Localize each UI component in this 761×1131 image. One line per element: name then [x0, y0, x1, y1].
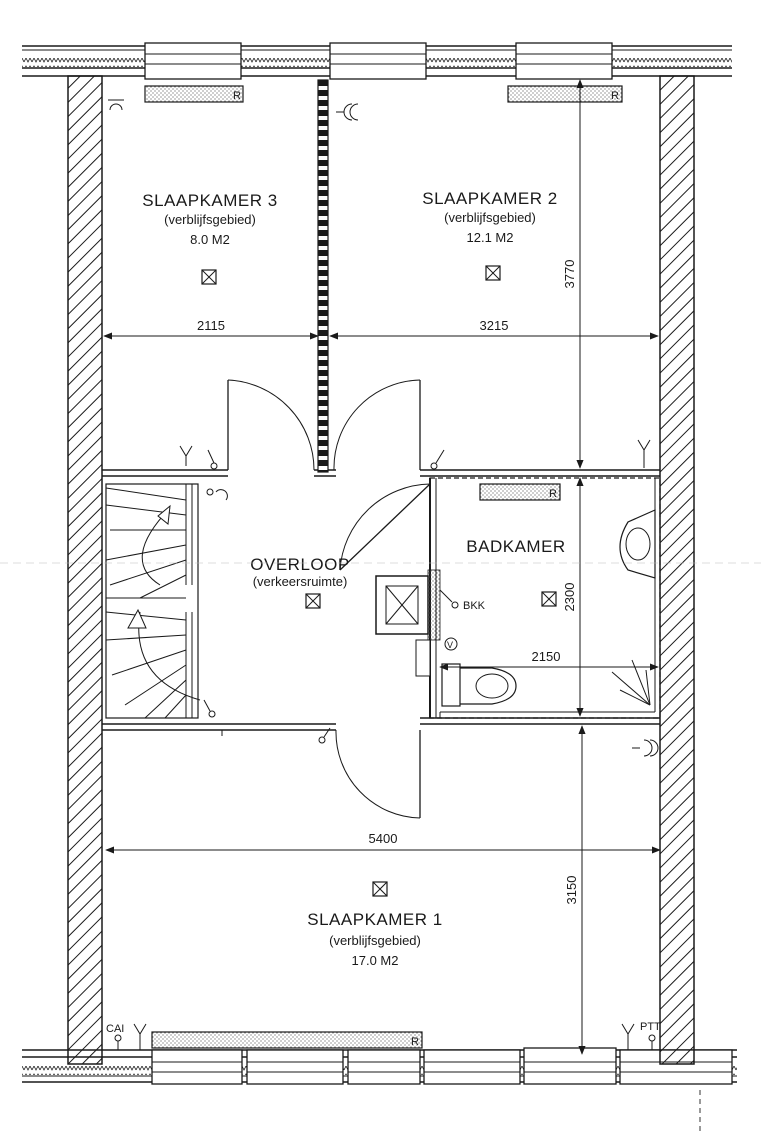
socket-corridor-left — [179, 445, 218, 470]
radiator-bad: R — [479, 483, 561, 501]
double-socket-sk2 — [336, 103, 359, 121]
room-area: 17.0 M2 — [352, 953, 399, 968]
room-name: SLAAPKAMER 1 — [307, 910, 442, 929]
bottom-windows — [151, 1047, 733, 1085]
dim-label: 2115 — [197, 318, 225, 333]
wall-bedrooms-corridor — [102, 469, 660, 477]
antenna-sk1-left — [133, 1023, 147, 1050]
wall-corridor-sk1 — [102, 717, 660, 731]
room-slaapkamer-2: SLAAPKAMER 2 (verblijfsgebied) 12.1 M2 — [422, 189, 557, 245]
room-slaapkamer-1: SLAAPKAMER 1 (verblijfsgebied) 17.0 M2 — [307, 910, 442, 968]
door-badkamer[interactable] — [339, 483, 431, 571]
room-area: 8.0 M2 — [190, 232, 230, 247]
radiator-sk2: R — [507, 85, 623, 103]
radiator-label: R — [549, 488, 557, 500]
switch-sk1 — [318, 727, 331, 744]
room-type: (verkeersruimte) — [253, 574, 348, 589]
top-windows — [144, 42, 613, 80]
ceiling-light-sk2 — [485, 265, 501, 281]
antenna-sk1-right — [621, 1023, 635, 1050]
double-socket-sk1 — [632, 739, 659, 757]
door-slaapkamer-2[interactable] — [333, 379, 421, 471]
ceiling-light-sk3 — [201, 269, 217, 285]
switch-sk2 — [430, 449, 445, 470]
door-slaapkamer-3[interactable] — [227, 379, 315, 471]
room-slaapkamer-3: SLAAPKAMER 3 (verblijfsgebied) 8.0 M2 — [142, 191, 277, 247]
dim-label: 3150 — [564, 876, 579, 905]
radiator-label: R — [233, 90, 241, 102]
ceiling-light-badkamer — [541, 591, 557, 607]
right-party-wall — [659, 75, 695, 1065]
ceiling-light-sk1 — [372, 881, 388, 897]
dim-sk2-width: 3215 — [329, 318, 659, 340]
bathroom-walls — [429, 477, 661, 719]
socket-sk3 — [108, 99, 124, 111]
door-slaapkamer-1[interactable] — [335, 729, 421, 819]
shaft — [375, 569, 441, 641]
room-type: (verblijfsgebied) — [444, 210, 536, 225]
partition-sk3-sk2 — [317, 79, 329, 473]
room-type: (verblijfsgebied) — [164, 212, 256, 227]
bkk-label: BKK — [463, 600, 486, 612]
switch-stair-bottom — [203, 699, 223, 736]
dim-bad-width: 2150 — [439, 649, 659, 671]
room-badkamer: BADKAMER — [466, 537, 565, 556]
dim-label: 2150 — [532, 649, 561, 664]
dim-sk1-depth: 3150 — [564, 725, 586, 1055]
ptt-connection: PTT — [640, 1021, 661, 1050]
room-area: 12.1 M2 — [467, 230, 514, 245]
dim-label: 2300 — [562, 583, 577, 612]
dim-label: 3770 — [562, 260, 577, 289]
bkk-symbol: BKK — [439, 589, 486, 612]
room-overloop: OVERLOOP (verkeersruimte) — [250, 555, 349, 589]
room-name: BADKAMER — [466, 537, 565, 556]
socket-corridor-right — [637, 439, 651, 468]
dim-label: 3215 — [480, 318, 509, 333]
dim-sk2-depth: 3770 — [562, 79, 584, 469]
room-name: SLAAPKAMER 3 — [142, 191, 277, 210]
left-party-wall — [67, 75, 103, 1065]
dim-sk1-width: 5400 — [105, 831, 661, 854]
valve-label: V — [447, 640, 453, 650]
switch-corridor-stair — [206, 488, 228, 501]
valve-symbol: V — [444, 637, 458, 651]
boiler-unit — [415, 639, 431, 677]
radiator-sk3: R — [144, 85, 244, 103]
room-type: (verblijfsgebied) — [329, 933, 421, 948]
radiator-label: R — [611, 90, 619, 102]
cai-connection: CAI — [106, 1023, 124, 1050]
radiator-sk1: R — [151, 1031, 423, 1049]
staircase — [105, 483, 201, 719]
dim-bad-depth: 2300 — [562, 477, 584, 717]
dim-sk3-width: 2115 — [103, 318, 319, 340]
washbasin — [619, 509, 656, 579]
room-name: SLAAPKAMER 2 — [422, 189, 557, 208]
cai-label: CAI — [106, 1023, 124, 1035]
ceiling-light-overloop — [305, 593, 321, 609]
ptt-label: PTT — [640, 1021, 661, 1033]
dim-label: 5400 — [369, 831, 398, 846]
room-name: OVERLOOP — [250, 555, 349, 574]
toilet — [441, 663, 517, 707]
radiator-label: R — [411, 1036, 419, 1048]
